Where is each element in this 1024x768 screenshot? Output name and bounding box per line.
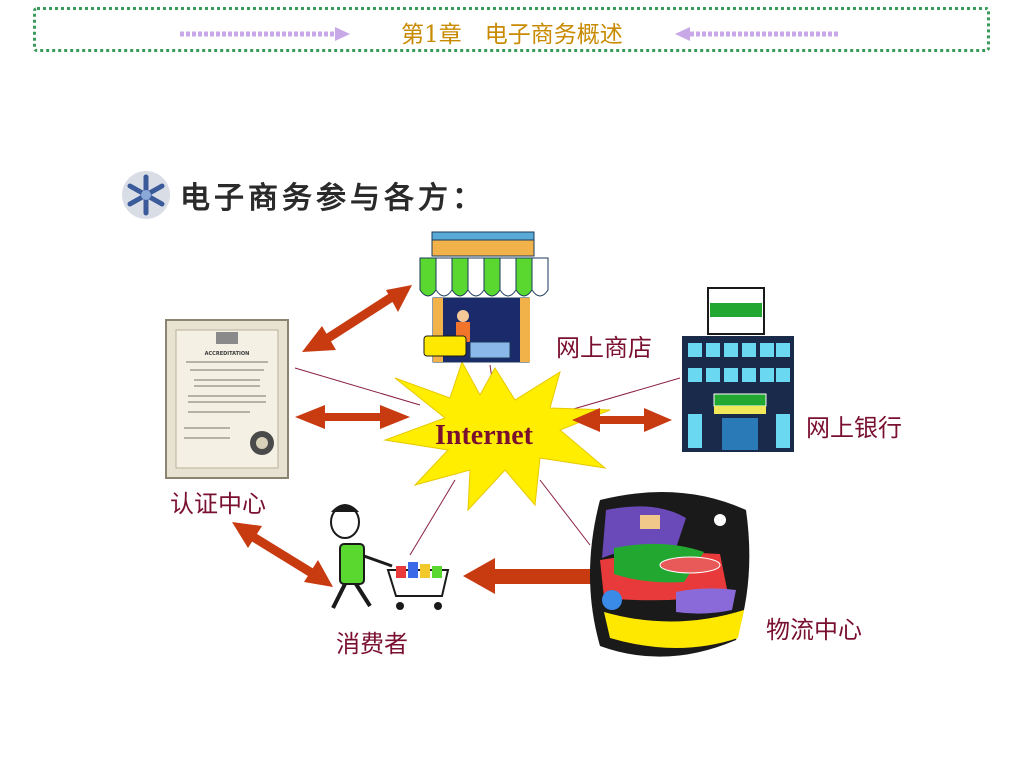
- certificate-document-icon: [165, 319, 289, 479]
- logistics-collage-icon: [590, 492, 750, 657]
- logistics-center-label: 物流中心: [766, 616, 862, 644]
- arrow-cert-store: [302, 285, 412, 352]
- online-bank-label: 网上银行: [806, 414, 902, 442]
- online-store-label: 网上商店: [556, 334, 652, 362]
- consumer-label: 消费者: [336, 630, 408, 658]
- internet-hub-label: Internet: [435, 420, 533, 451]
- arrow-internet-bank: [572, 408, 672, 432]
- arrow-logistics-consumer: [463, 558, 592, 594]
- certification-center-label: 认证中心: [170, 490, 266, 518]
- online-store-icon: [419, 231, 549, 363]
- slide-heading: 电子商务参与各方：: [180, 181, 486, 216]
- arrow-cert-consumer: [232, 522, 333, 587]
- header-left-arrow: [180, 27, 350, 41]
- consumer-shopper-icon: [330, 504, 450, 610]
- internet-starburst: [383, 360, 611, 512]
- snowflake-icon: [122, 171, 170, 219]
- header-banner: [33, 7, 990, 52]
- header-right-arrow: [675, 27, 838, 41]
- chapter-title: 第1章 电子商务概述: [401, 22, 623, 48]
- certificate-heading: ACCREDITATION: [204, 351, 250, 357]
- online-bank-icon: [682, 287, 794, 452]
- arrow-cert-internet: [295, 405, 410, 429]
